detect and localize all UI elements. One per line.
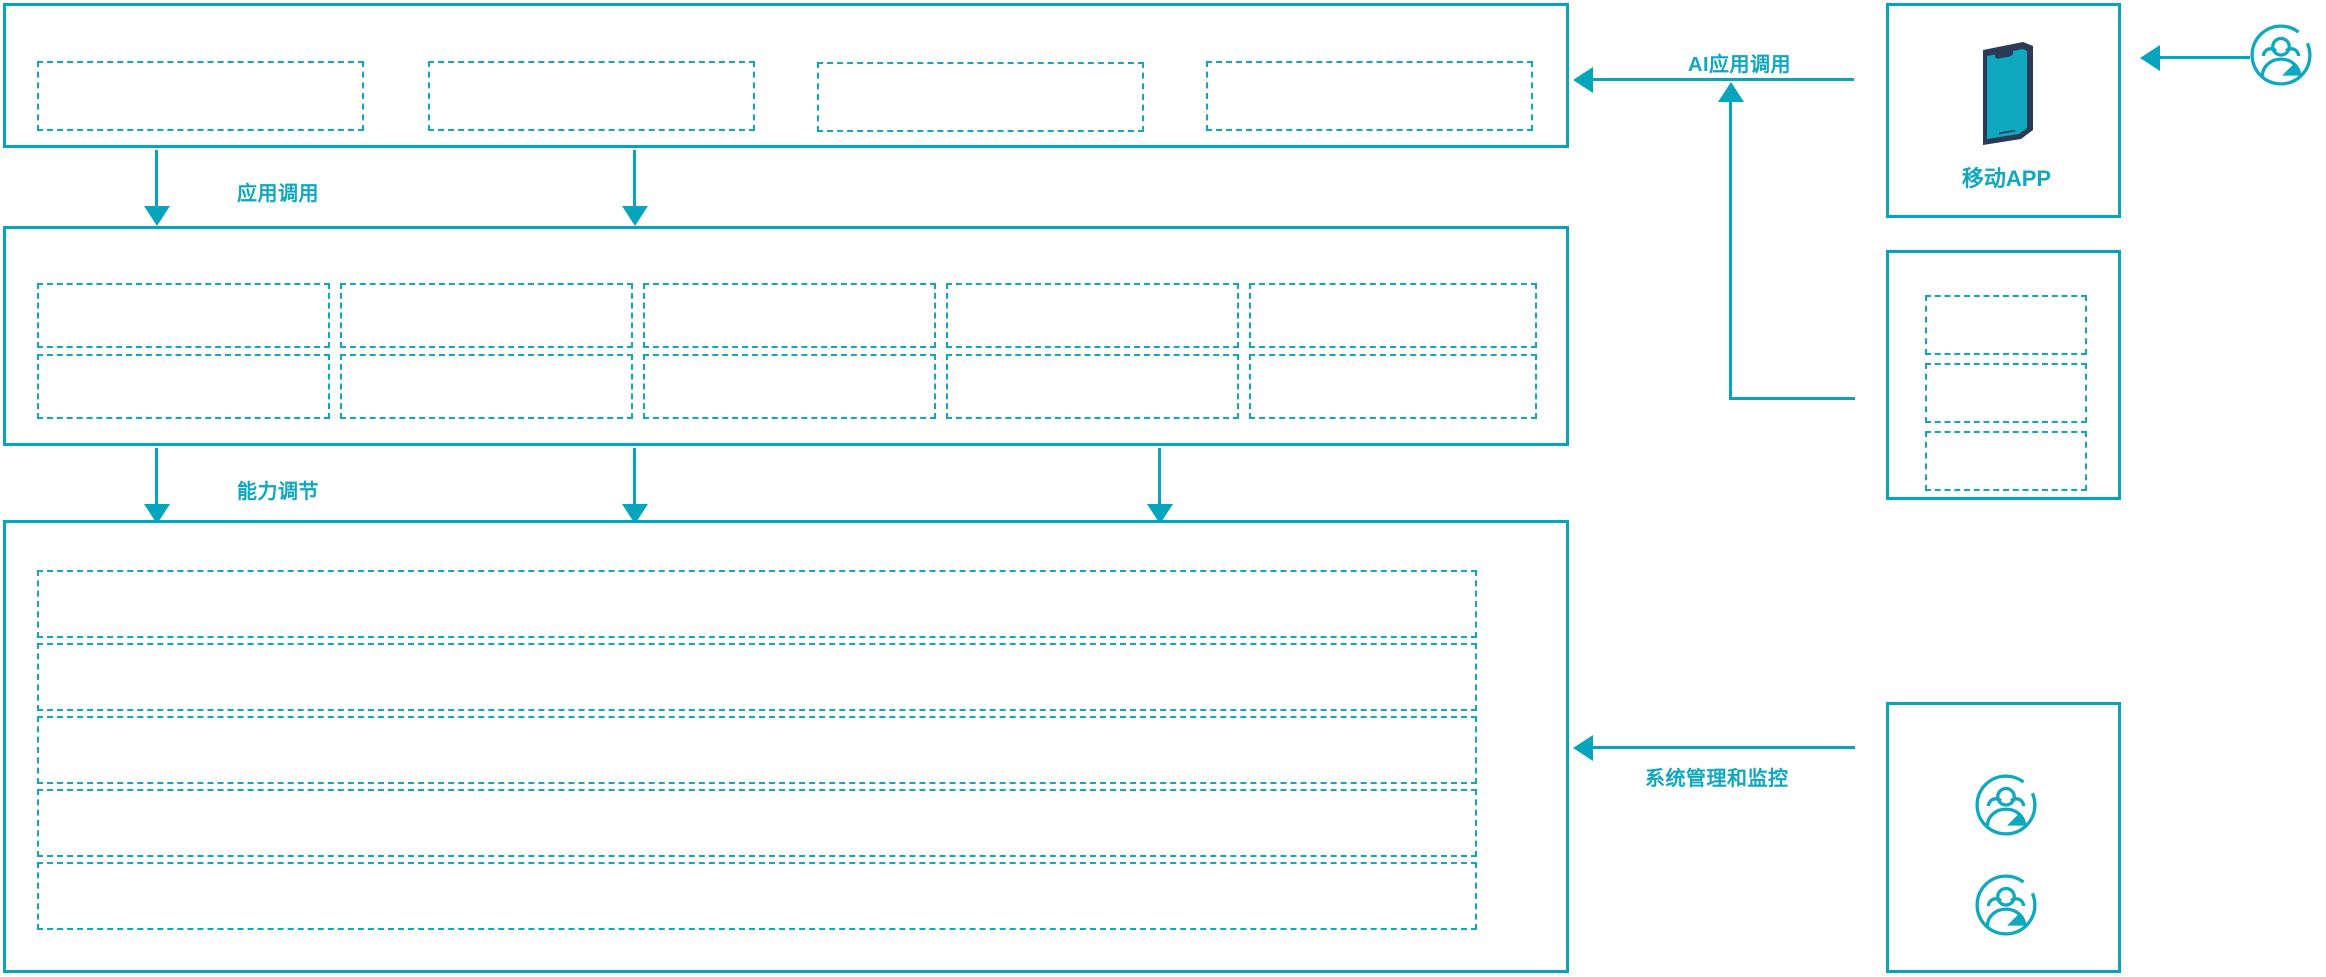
platform-row-5[interactable] — [37, 862, 1477, 930]
ai-app-call-elbow-horizontal — [1729, 397, 1855, 400]
capability-arrow-head-1 — [144, 504, 170, 524]
capability-layer-container — [3, 226, 1569, 446]
app-call-label: 应用调用 — [237, 183, 319, 205]
ai-app-call-label: AI应用调用 — [1688, 54, 1791, 76]
capability-cell-r2c2[interactable] — [340, 354, 633, 419]
module-panel[interactable] — [1886, 250, 2121, 500]
platform-layer-container — [3, 520, 1569, 973]
capability-arrow-line-2 — [633, 448, 636, 508]
ai-app-call-arrow-line — [1593, 78, 1854, 81]
users-icon-admin-2 — [1975, 874, 2037, 936]
platform-row-2[interactable] — [37, 643, 1477, 711]
module-cell-1[interactable] — [1925, 295, 2087, 355]
platform-row-4[interactable] — [37, 789, 1477, 857]
capability-cell-r2c5[interactable] — [1249, 354, 1537, 419]
users-icon-external — [2250, 24, 2312, 86]
capability-cell-r2c4[interactable] — [946, 354, 1239, 419]
app-cell-2[interactable] — [428, 61, 755, 131]
app-call-arrow-head-left — [144, 206, 170, 226]
capability-arrow-head-3 — [1147, 504, 1173, 524]
app-cell-3[interactable] — [817, 62, 1144, 132]
capability-cell-r1c1[interactable] — [37, 283, 330, 348]
ai-app-call-arrow-head — [1573, 67, 1593, 93]
capability-cell-r1c5[interactable] — [1249, 283, 1537, 348]
capability-cell-r1c3[interactable] — [643, 283, 936, 348]
capability-cell-r2c3[interactable] — [643, 354, 936, 419]
app-call-arrow-line-left — [155, 150, 158, 210]
admin-panel[interactable] — [1886, 702, 2121, 973]
capability-arrow-head-2 — [622, 504, 648, 524]
system-management-label: 系统管理和监控 — [1645, 768, 1789, 790]
platform-row-3[interactable] — [37, 716, 1477, 784]
system-management-arrow-head — [1573, 735, 1593, 761]
application-layer-container — [3, 3, 1569, 148]
capability-cell-r2c1[interactable] — [37, 354, 330, 419]
capability-adjust-label: 能力调节 — [237, 481, 319, 503]
external-user-arrow-head — [2140, 45, 2160, 71]
module-cell-3[interactable] — [1925, 431, 2087, 491]
system-management-arrow-line — [1593, 746, 1855, 749]
app-call-arrow-head-right — [622, 206, 648, 226]
app-cell-4[interactable] — [1206, 61, 1533, 131]
capability-cell-r1c2[interactable] — [340, 283, 633, 348]
smartphone-icon — [1983, 42, 2033, 145]
ai-app-call-elbow-vertical — [1729, 100, 1732, 400]
mobile-app-caption: 移动APP — [1961, 166, 2052, 191]
module-cell-2[interactable] — [1925, 363, 2087, 423]
users-icon-admin-1 — [1975, 774, 2037, 836]
app-cell-1[interactable] — [37, 61, 364, 131]
external-user-arrow-line — [2160, 56, 2250, 59]
ai-app-call-elbow-head — [1718, 82, 1744, 102]
mobile-app-panel[interactable]: 移动APP — [1886, 3, 2121, 218]
platform-row-1[interactable] — [37, 570, 1477, 638]
app-call-arrow-line-right — [633, 150, 636, 210]
capability-arrow-line-1 — [155, 448, 158, 508]
capability-cell-r1c4[interactable] — [946, 283, 1239, 348]
capability-arrow-line-3 — [1158, 448, 1161, 508]
